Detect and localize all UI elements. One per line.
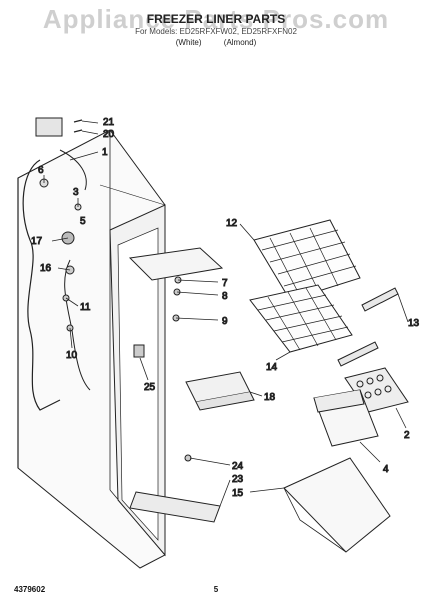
color-white-label: (White) [175,38,202,47]
callout-3: 3 [73,187,79,198]
callout-11: 11 [80,302,91,313]
callout-8: 8 [222,291,228,302]
color-legend: (White) (Almond) [0,38,432,47]
callout-labels: 21 20 1 6 3 5 17 16 11 10 12 7 8 9 13 14… [31,117,421,500]
callout-9: 9 [222,316,228,327]
callout-4: 4 [383,464,389,475]
freezer-liner [17,129,166,569]
page-number: 5 [213,585,219,594]
callout-5: 5 [80,216,86,227]
shelf-cover [185,371,255,411]
screws-20-21 [73,119,83,133]
callout-20: 20 [103,129,115,140]
model-list: For Models: ED25RFXFW02, ED25RFXFN02 [135,27,297,36]
air-baffle [128,247,224,322]
wire-shelf-upper [253,219,361,301]
callout-21: 21 [103,117,115,128]
wire-shelf-lower [249,284,353,353]
callout-1: 1 [102,147,108,158]
callout-12: 12 [226,218,238,229]
callout-13: 13 [408,318,420,329]
callout-10: 10 [66,350,78,361]
light-socket-25 [133,344,145,358]
callout-18: 18 [264,392,276,403]
callout-15: 15 [232,488,244,499]
document-number: 4379602 [14,585,46,594]
callout-25: 25 [144,382,156,393]
callout-6: 6 [38,165,44,176]
control-housing [35,117,63,137]
callout-23: 23 [232,474,244,485]
callout-16: 16 [40,263,52,274]
callout-7: 7 [222,278,228,289]
shelf-supports [337,287,399,367]
leader-lines [43,120,409,507]
callout-17: 17 [31,236,43,247]
diagram-title: FREEZER LINER PARTS [146,12,286,26]
callout-14: 14 [266,362,278,373]
callout-24: 24 [232,461,244,472]
rail-assembly [129,454,221,523]
callout-2: 2 [404,430,410,441]
watermark: Appliance Parts Pros.com [42,4,390,34]
color-almond-label: (Almond) [223,38,257,47]
storage-bin-small [313,389,379,447]
storage-basket [283,457,391,553]
